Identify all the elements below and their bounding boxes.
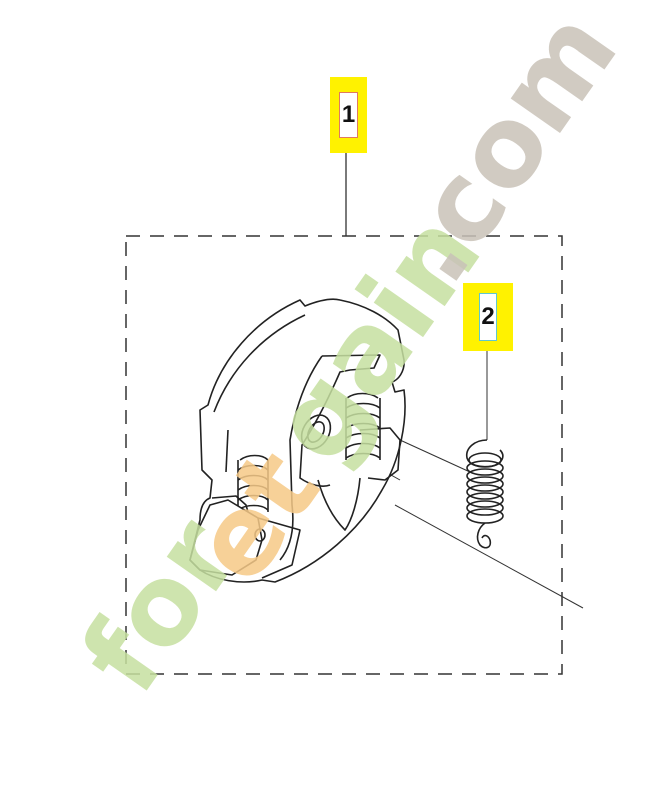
- callout-number-1: 1: [339, 92, 358, 138]
- callout-label-2: 2: [463, 283, 513, 351]
- assembly-boundary: [125, 235, 563, 675]
- mounted-spring-left: [237, 454, 269, 512]
- axis-line-lower: [394, 504, 584, 609]
- clutch-assembly-drawing: [189, 298, 406, 583]
- svg-text:.com: .com: [366, 0, 641, 305]
- axis-line-upper: [399, 439, 471, 473]
- callout-number-2: 2: [479, 293, 497, 341]
- spring-part-2-drawing: [465, 439, 504, 549]
- callout-label-1: 1: [330, 77, 367, 153]
